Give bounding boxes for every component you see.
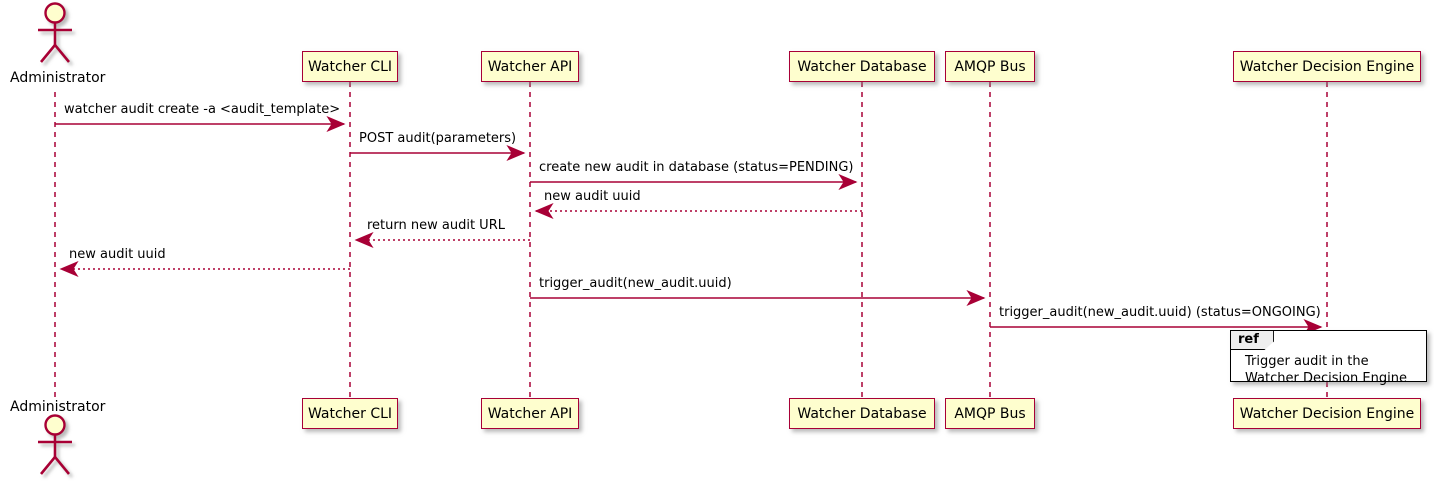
- participant-box-watcher-database-top[interactable]: Watcher Database: [789, 51, 935, 82]
- actor-icon-administrator-bottom: [38, 414, 72, 475]
- participant-box-watcher-api-bottom[interactable]: Watcher API: [481, 398, 579, 429]
- actor-label-administrator-top: Administrator: [10, 70, 106, 86]
- participant-box-amqp-bus-bottom[interactable]: AMQP Bus: [945, 398, 1035, 429]
- actor-label-administrator-bottom: Administrator: [10, 399, 106, 415]
- participant-box-watcher-cli-top[interactable]: Watcher CLI: [302, 51, 398, 82]
- participant-box-amqp-bus-top[interactable]: AMQP Bus: [945, 51, 1035, 82]
- participant-box-watcher-database-bottom[interactable]: Watcher Database: [789, 398, 935, 429]
- message-label-trigger-audit-ongoing: trigger_audit(new_audit.uuid) (status=ON…: [999, 305, 1321, 320]
- ref-fragment-line-2: Watcher Decision Engine: [1245, 371, 1407, 386]
- message-label-create-new-audit: create new audit in database (status=PEN…: [539, 160, 854, 175]
- actor-icon-administrator-top: [38, 2, 72, 63]
- participant-box-watcher-decision-engine-top[interactable]: Watcher Decision Engine: [1233, 51, 1421, 82]
- message-label-post-audit: POST audit(parameters): [359, 131, 517, 146]
- participant-box-watcher-decision-engine-bottom[interactable]: Watcher Decision Engine: [1233, 398, 1421, 429]
- participant-box-watcher-cli-bottom[interactable]: Watcher CLI: [302, 398, 398, 429]
- ref-fragment-tab-label: ref: [1231, 331, 1274, 350]
- lifelines: [54, 82, 1328, 398]
- message-arrows: [55, 116, 1323, 335]
- message-label-new-audit-uuid-db: new audit uuid: [544, 189, 641, 204]
- message-label-trigger-audit: trigger_audit(new_audit.uuid): [539, 276, 732, 291]
- participant-box-watcher-api-top[interactable]: Watcher API: [481, 51, 579, 82]
- ref-fragment-line-1: Trigger audit in the: [1245, 354, 1369, 369]
- message-label-watcher-audit-create: watcher audit create -a <audit_template>: [64, 102, 341, 117]
- ref-fragment-trigger-audit[interactable]: ref Trigger audit in the Watcher Decisio…: [1230, 330, 1427, 386]
- message-label-new-audit-uuid-cli: new audit uuid: [69, 247, 166, 262]
- message-label-return-new-audit-url: return new audit URL: [367, 218, 505, 233]
